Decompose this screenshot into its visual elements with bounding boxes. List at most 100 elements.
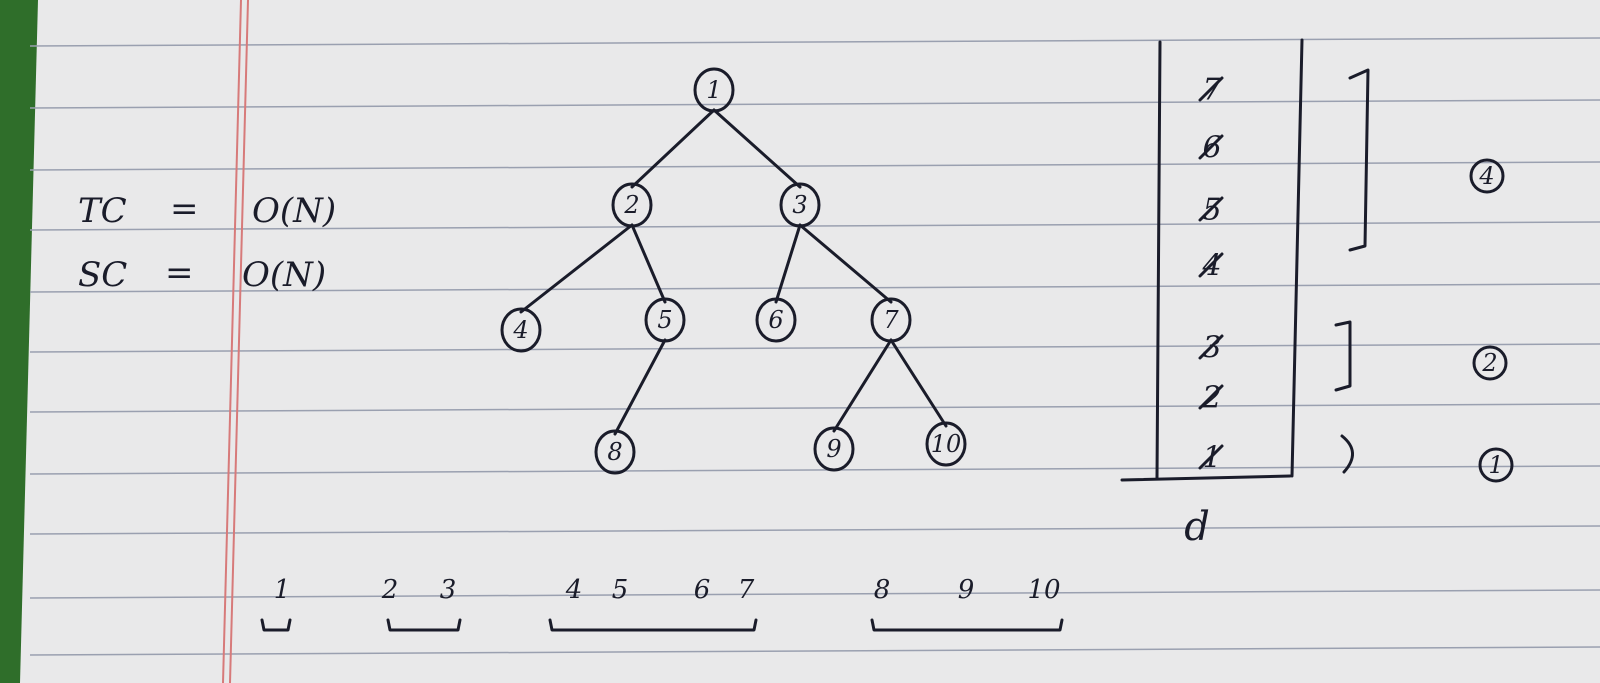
- ruled-line: [29, 99, 1600, 109]
- ruled-line: [29, 161, 1600, 171]
- strike-mark: [1198, 384, 1224, 410]
- tree-edge: [774, 223, 802, 304]
- tree-edges: [519, 108, 948, 436]
- level-group: 8 9 10: [870, 575, 1064, 632]
- tree-edge: [712, 108, 802, 189]
- stack-marks: 4 2 1: [1469, 158, 1514, 483]
- tc-label: TC: [78, 191, 127, 231]
- level-brace: [870, 618, 1064, 632]
- stack-item: 3: [1198, 331, 1224, 366]
- node-label: 2: [623, 191, 639, 219]
- level-brace: [386, 618, 462, 632]
- stack-item: 1: [1198, 441, 1224, 476]
- node-circle: [611, 182, 653, 228]
- tree-node: 5: [644, 297, 686, 343]
- stack-item: 7: [1198, 73, 1224, 108]
- tree-node: 2: [611, 182, 653, 228]
- mark-circle: [1472, 345, 1508, 381]
- sc-equals: =: [165, 253, 194, 293]
- node-circle: [755, 297, 797, 343]
- node-circle: [779, 182, 821, 228]
- tree-node: 8: [594, 429, 636, 475]
- mark-circle: [1478, 447, 1514, 483]
- node-label: 3: [792, 191, 807, 219]
- ruled-lines: [29, 37, 1600, 656]
- ruled-line: [29, 403, 1600, 413]
- stack-brackets: 4 2 1: [1334, 68, 1514, 483]
- node-circle: [500, 307, 542, 353]
- tree-edge: [613, 338, 667, 436]
- tree-node: 3: [779, 182, 821, 228]
- stack-item: 4: [1198, 249, 1224, 284]
- complexity-notes: TC = O(N) SC = O(N): [78, 189, 336, 295]
- level-brace: [548, 618, 758, 632]
- level-node-label: 2: [381, 575, 399, 605]
- node-circle: [644, 297, 686, 343]
- level-node-label: 5: [612, 575, 629, 605]
- tree-node: 7: [870, 297, 912, 343]
- bracket-top: [1348, 68, 1370, 252]
- tree-edge: [630, 223, 667, 304]
- strike-mark: [1198, 252, 1224, 278]
- ruled-line: [29, 283, 1600, 293]
- ruled-line: [29, 589, 1600, 599]
- ruled-line: [29, 221, 1600, 231]
- level-node-label: 8: [874, 575, 891, 605]
- ruled-line: [29, 37, 1600, 47]
- node-label: 9: [826, 435, 841, 463]
- circled-mark: 4: [1469, 158, 1505, 194]
- level-node-label: 4: [565, 575, 583, 605]
- level-brace: [260, 618, 292, 632]
- tree-node: 10: [925, 421, 967, 467]
- binary-tree: 1 2 3 4 5 6 7 8 9 10: [500, 67, 967, 475]
- level-node-label: 10: [1027, 575, 1060, 605]
- tree-edge: [798, 223, 893, 304]
- node-circle: [925, 421, 967, 467]
- tree-edge: [519, 223, 634, 314]
- sc-value: O(N): [242, 255, 326, 295]
- tree-edge: [630, 108, 716, 189]
- bracket-middle: [1334, 320, 1352, 392]
- level-node-label: 6: [694, 575, 711, 605]
- mark-circle: [1469, 158, 1505, 194]
- bracket-bottom: [1340, 434, 1354, 474]
- stack-name-label: d: [1184, 504, 1210, 550]
- ruled-line: [29, 525, 1600, 535]
- paper-sheet: [20, 0, 1600, 683]
- node-label: 4: [512, 316, 528, 344]
- tree-node: 6: [755, 297, 797, 343]
- node-circle: [693, 67, 735, 113]
- sc-label: SC: [78, 255, 127, 295]
- ruled-line: [29, 343, 1600, 353]
- level-node-label: 9: [958, 575, 975, 605]
- mark-label: 2: [1481, 349, 1497, 377]
- node-circle: [813, 426, 855, 472]
- level-node-label: 1: [274, 575, 291, 605]
- strike-mark: [1198, 444, 1224, 470]
- node-label: 6: [768, 306, 783, 334]
- tree-node: 9: [813, 426, 855, 472]
- node-label: 7: [883, 306, 899, 334]
- node-circle: [594, 429, 636, 475]
- node-label: 1: [706, 76, 721, 104]
- strike-mark: [1198, 134, 1224, 160]
- node-label: 5: [657, 306, 672, 334]
- ruled-line: [29, 646, 1600, 656]
- node-label: 10: [931, 430, 962, 458]
- circled-mark: 1: [1478, 447, 1514, 483]
- stack-item: 6: [1198, 131, 1224, 166]
- margin-line-outer: [222, 0, 242, 683]
- node-label: 8: [607, 438, 622, 466]
- tree-edge: [889, 338, 948, 428]
- strike-mark: [1198, 76, 1224, 102]
- tree-edge: [832, 338, 893, 433]
- level-node-label: 7: [738, 575, 755, 605]
- node-circle: [870, 297, 912, 343]
- level-node-label: 3: [440, 575, 457, 605]
- tree-node: 4: [500, 307, 542, 353]
- ruled-line: [29, 465, 1600, 475]
